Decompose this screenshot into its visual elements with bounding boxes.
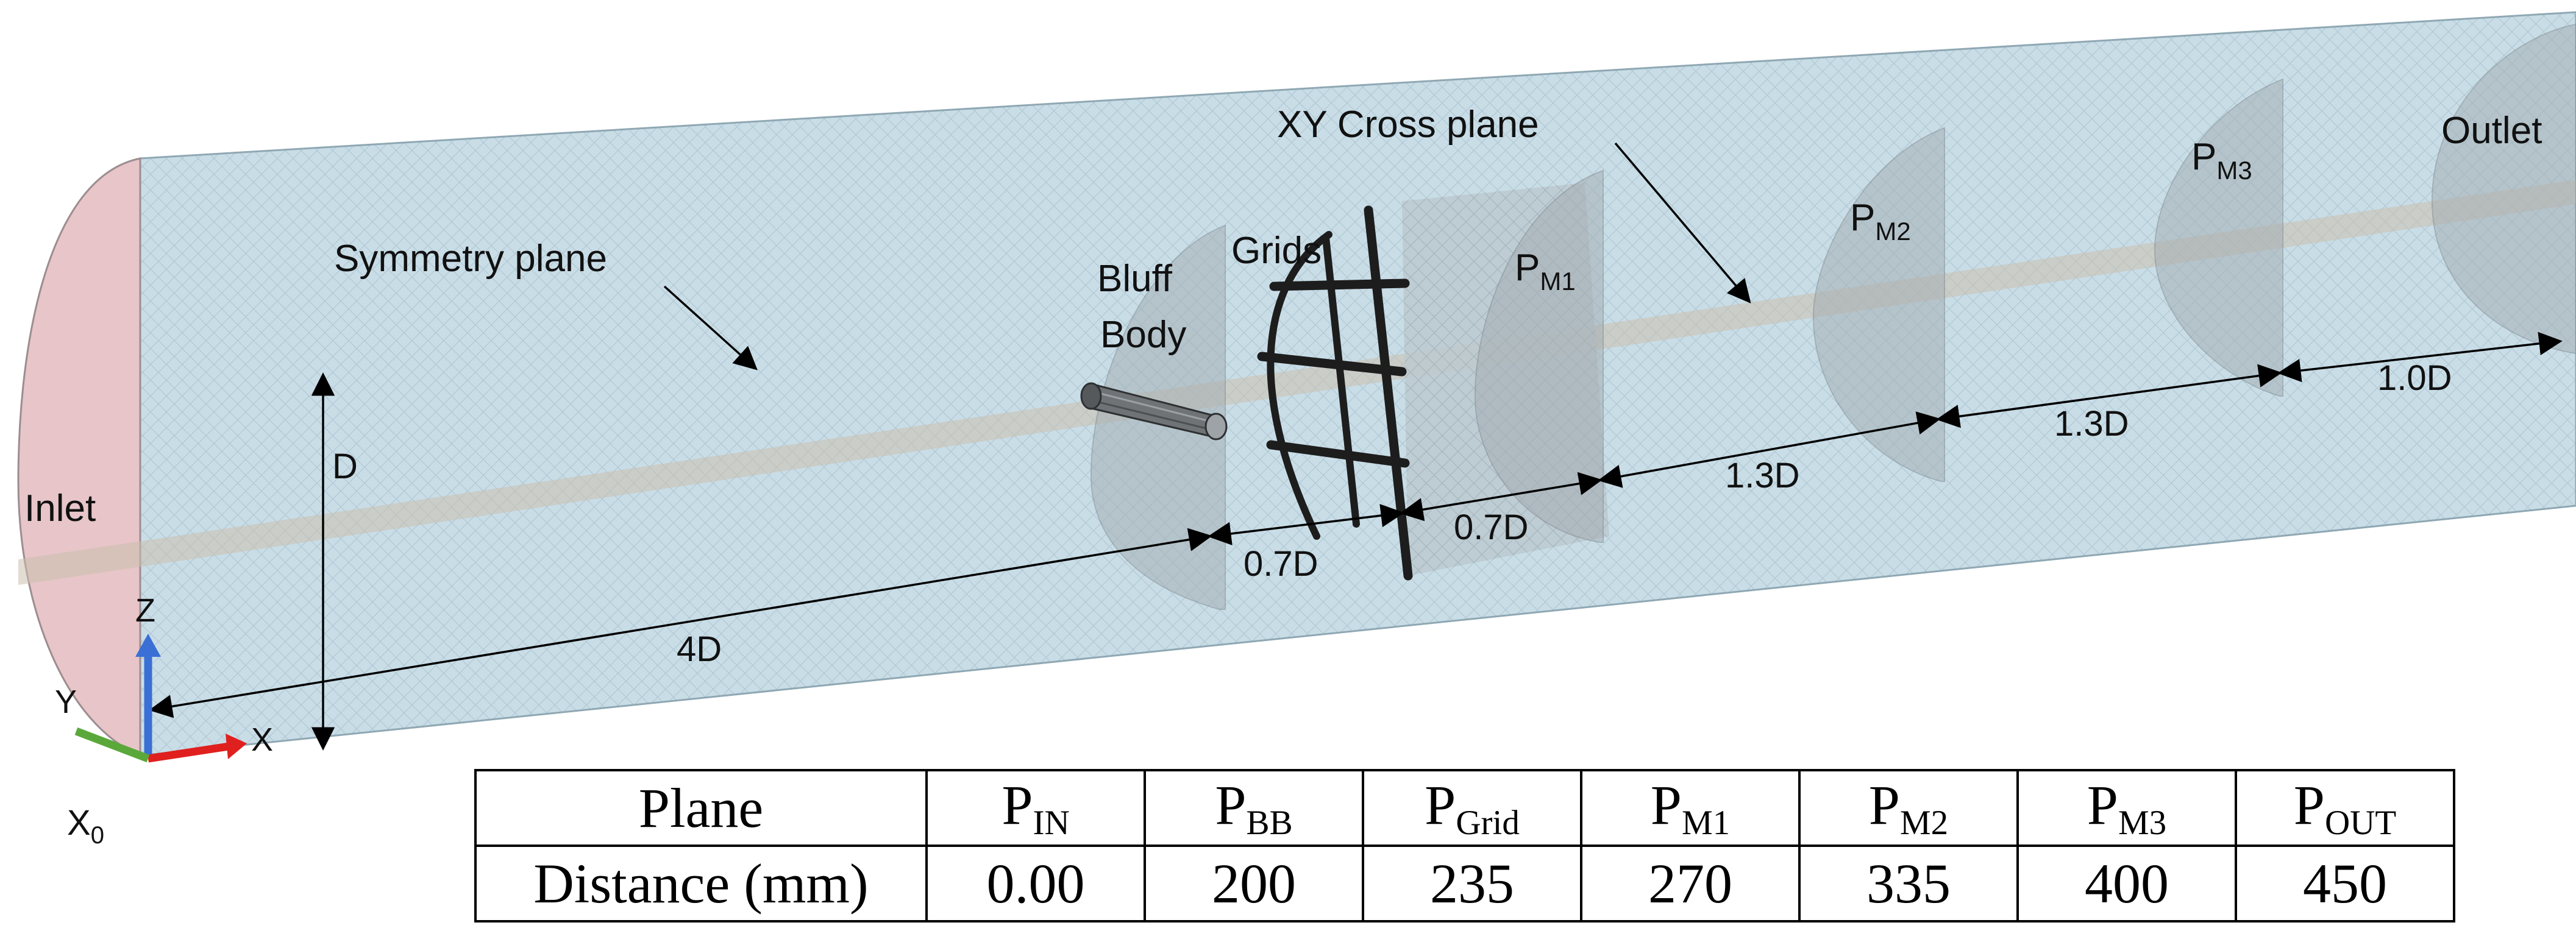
- table-row: Distance (mm) 0.00 200 235 270 335 400 4…: [474, 845, 2455, 923]
- pm1-plane: [1474, 169, 1604, 543]
- dim-13b-label: 1.3D: [2054, 404, 2129, 444]
- pm1-label: PM1: [1515, 247, 1576, 296]
- dim-13a-line: [1598, 411, 1941, 488]
- outlet-label: Outlet: [2441, 110, 2542, 152]
- grids-label: Grids: [1231, 230, 1322, 272]
- dim-10-line: [2277, 331, 2563, 383]
- plane-cell-bb: PBB: [1144, 769, 1364, 847]
- xy-cross-pointer: [1614, 142, 1751, 303]
- dim-07b-line: [1400, 472, 1603, 522]
- distance-cell-in: 0.00: [925, 845, 1146, 923]
- coordinate-axes: [74, 634, 247, 763]
- body-label: Body: [1100, 314, 1186, 356]
- distance-cell-grid: 235: [1362, 845, 1582, 923]
- axis-z-label: Z: [135, 592, 155, 629]
- axis-y-label: Y: [55, 684, 77, 720]
- pm2-label: PM2: [1850, 197, 1911, 246]
- distance-table-wrap: Plane PIN PBB PGrid PM1 PM2 PM3 POUT Dis…: [474, 769, 2455, 923]
- distance-table: Plane PIN PBB PGrid PM1 PM2 PM3 POUT Dis…: [474, 769, 2455, 923]
- xy-cross-plane-label: XY Cross plane: [1277, 104, 1539, 146]
- symmetry-plane-label: Symmetry plane: [334, 238, 607, 280]
- plane-cell-m1: PM1: [1580, 769, 1801, 847]
- d-label: D: [332, 447, 358, 486]
- x0-label: X0: [67, 803, 104, 849]
- axis-y-arrow: [74, 727, 150, 763]
- distance-cell-m1: 270: [1580, 845, 1801, 923]
- plane-cell-in: PIN: [925, 769, 1146, 847]
- dim-13b-line: [1936, 364, 2282, 428]
- inlet-label: Inlet: [24, 487, 96, 529]
- pm3-label: PM3: [2191, 136, 2252, 185]
- plane-discs: [1090, 23, 2576, 610]
- dimension-lines: [149, 142, 2563, 751]
- plane-cell-grid: PGrid: [1362, 769, 1582, 847]
- distance-cell-out: 450: [2235, 845, 2455, 923]
- distance-cell-m3: 400: [2016, 845, 2237, 923]
- plane-cell-m3: PM3: [2016, 769, 2237, 847]
- dim-13a-label: 1.3D: [1725, 456, 1800, 495]
- plane-header-cell: Plane: [474, 769, 928, 847]
- plane-cell-out: POUT: [2235, 769, 2455, 847]
- axis-x-label: X: [251, 721, 273, 758]
- distance-header-cell: Distance (mm): [474, 845, 928, 923]
- dim-4d-label: 4D: [677, 629, 722, 669]
- dim-4d-line: [149, 528, 1212, 718]
- bluff-label: Bluff: [1097, 258, 1173, 300]
- diagram-labels: Symmetry plane XY Cross plane Bluff Body…: [24, 104, 2542, 849]
- dim-07a-line: [1208, 504, 1404, 545]
- symmetry-pointer: [663, 285, 758, 370]
- plane-cell-m2: PM2: [1798, 769, 2019, 847]
- table-row: Plane PIN PBB PGrid PM1 PM2 PM3 POUT: [474, 769, 2455, 847]
- dim-07a-label: 0.7D: [1244, 544, 1318, 584]
- dim-07b-label: 0.7D: [1454, 508, 1529, 547]
- distance-cell-m2: 335: [1798, 845, 2019, 923]
- bluff-body: [1080, 382, 1228, 441]
- inlet-face: [17, 157, 141, 757]
- distance-cell-bb: 200: [1144, 845, 1364, 923]
- dim-10-label: 1.0D: [2377, 358, 2452, 398]
- axis-x-arrow: [148, 742, 229, 763]
